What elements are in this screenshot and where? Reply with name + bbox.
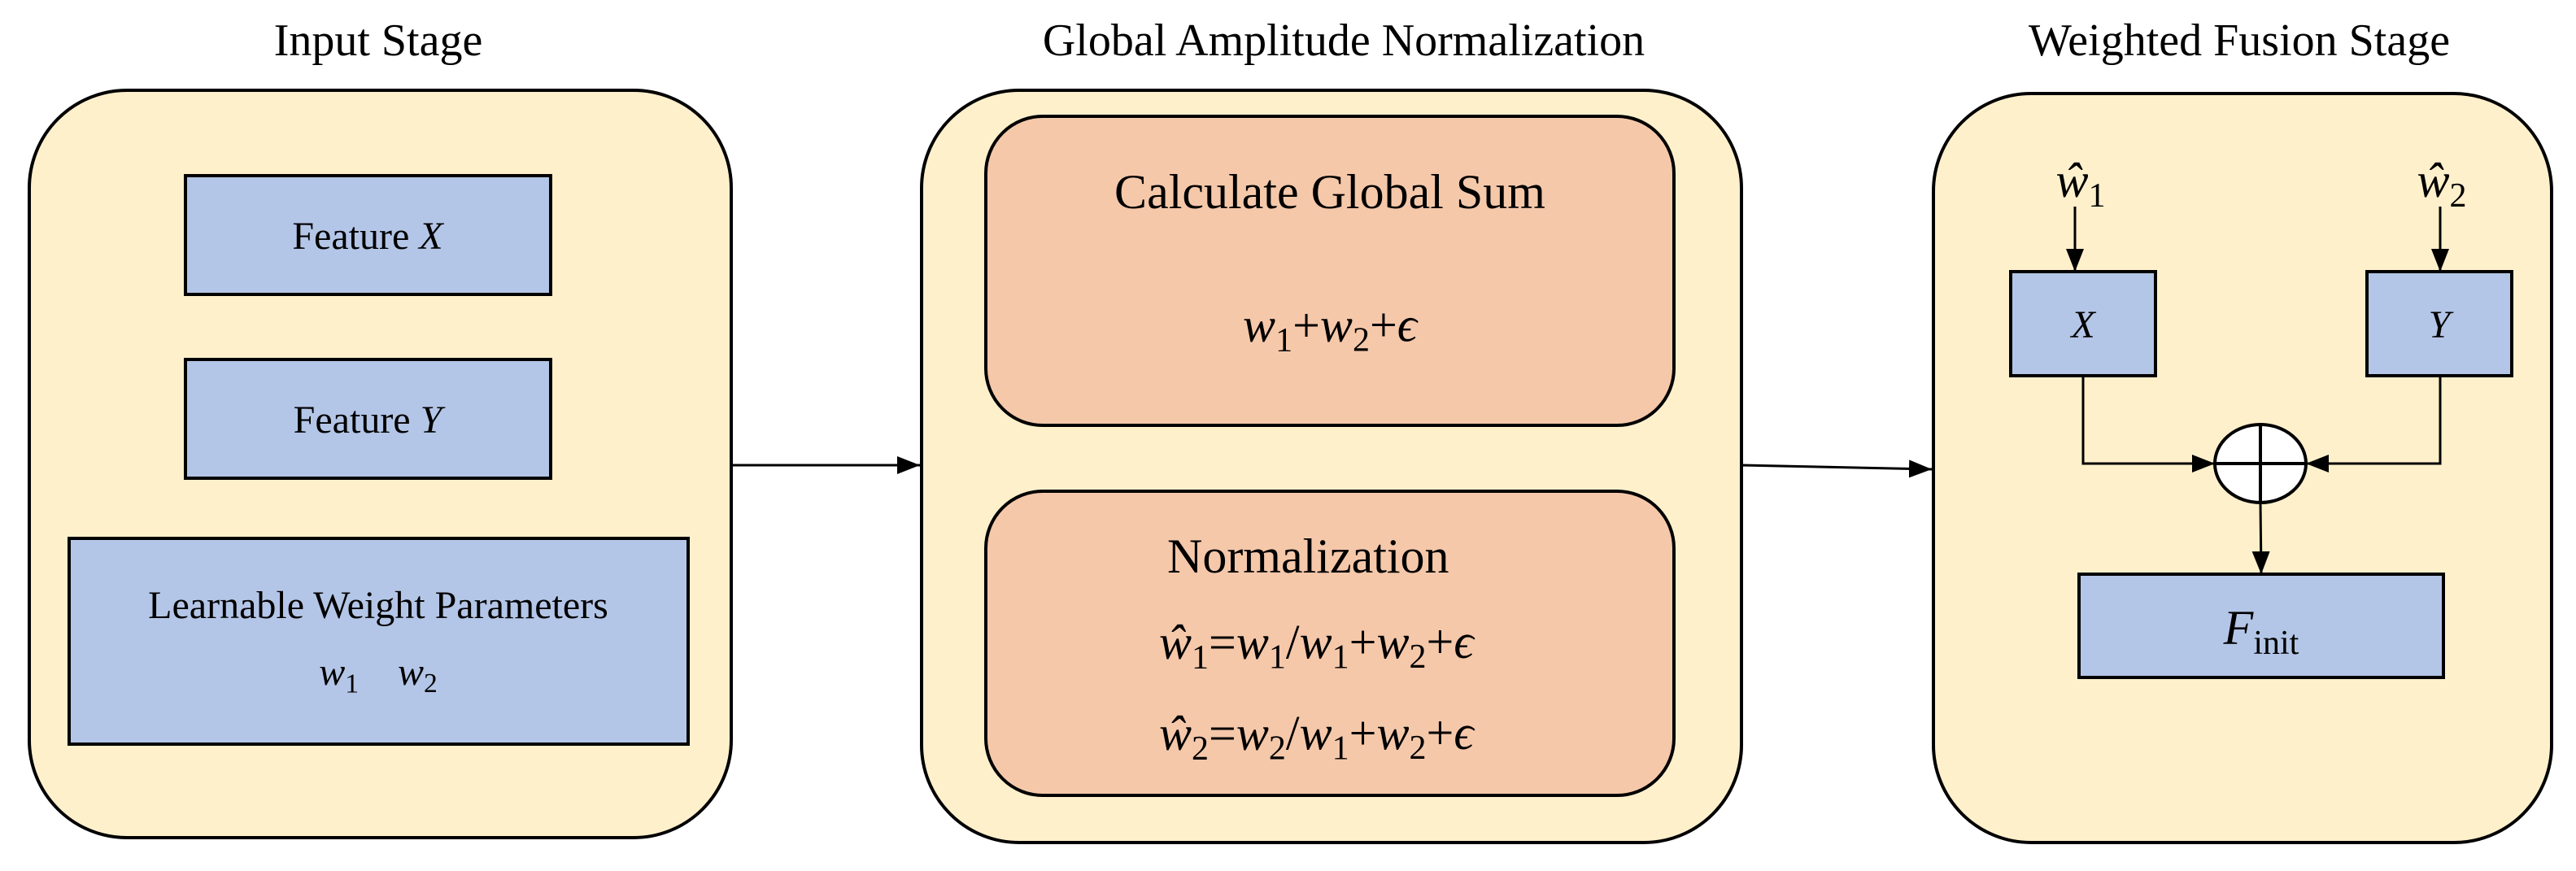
math-symbol: Y [2429,303,2454,346]
normalization-box [984,490,1676,797]
math-symbol: X [417,215,444,258]
math-subscript: 2 [1192,730,1209,768]
global-sum-formula: w1+w2+ϵ [1243,298,1419,359]
math-symbol: F [2223,601,2255,655]
feature-x-box [184,174,552,296]
math-symbol [359,651,398,694]
arrow-normalization-to-fusion [1741,459,1933,478]
math-symbol: w [1236,707,1269,760]
math-symbol: ϵ [1397,298,1419,352]
math-symbol: + [1426,615,1454,668]
fusion-x-label: X [2069,303,2096,346]
weights-label: Learnable Weight Parameters [148,584,608,627]
math-subscript: 1 [1332,729,1349,767]
math-symbol: + [1370,298,1397,352]
weights-symbols: w1 w2 [319,651,438,699]
math-symbol: w [398,651,424,694]
w2-hat-label: ŵ2 [2417,154,2466,215]
math-symbol: w [1376,706,1409,760]
math-symbol: + [1349,706,1377,760]
feature-x-label: Feature X [292,215,444,258]
sum-operator-icon [2213,423,2308,504]
math-symbol: + [1349,615,1377,668]
feature-y-box [184,358,552,480]
math-subscript: 2 [1269,730,1286,768]
fusion-y-label: Y [2429,303,2454,346]
math-symbol: Feature [294,398,421,442]
math-symbol: ŵ [2417,154,2449,207]
normalization-formula-1: ŵ1=w1/w1+w2+ϵ [1159,615,1475,677]
math-symbol: Y [421,398,446,442]
math-symbol: w [1300,616,1332,669]
arrow-y-to-sum [2306,376,2442,473]
math-subscript: 1 [1269,639,1286,677]
math-symbol: ϵ [1454,706,1475,760]
math-subscript: init [2253,625,2299,662]
math-subscript: 2 [1353,322,1370,359]
math-symbol: ŵ [1159,616,1192,669]
math-symbol: / [1286,616,1300,669]
weights-box [68,537,690,746]
global-sum-title: Calculate Global Sum [1114,165,1545,219]
math-symbol: + [1426,706,1454,760]
global-sum-box [984,115,1676,427]
math-subscript: 2 [1409,638,1426,676]
math-symbol: w [1243,298,1275,352]
math-subscript: 1 [1192,639,1209,677]
math-symbol: w [1300,707,1332,760]
math-subscript: 1 [1275,322,1292,359]
fusion-stage-title: Weighted Fusion Stage [2029,15,2450,66]
fusion-x-box [2009,270,2157,377]
math-symbol: ϵ [1454,615,1475,668]
math-symbol: w [1376,615,1409,668]
math-symbol: + [1292,298,1320,352]
output-label: Finit [2223,601,2299,662]
normalization-stage-title: Global Amplitude Normalization [1043,15,1645,66]
arrow-x-to-sum [2081,376,2215,473]
math-subscript: 1 [2089,177,2106,215]
arrow-sum-to-output [2251,502,2270,575]
input-stage-title: Input Stage [274,15,483,66]
math-subscript: 2 [2450,177,2467,215]
math-symbol: w [319,651,345,694]
math-symbol: w [1236,616,1269,669]
feature-y-label: Feature Y [294,398,446,442]
normalization-title: Normalization [1167,529,1449,583]
normalization-formula-2: ŵ2=w2/w1+w2+ϵ [1159,706,1475,768]
math-subscript: 1 [345,668,359,699]
math-symbol: = [1209,707,1236,760]
math-symbol: ŵ [1159,707,1192,760]
math-subscript: 2 [424,668,438,699]
math-symbol: Feature [292,215,419,258]
math-subscript: 2 [1409,729,1426,767]
w1-hat-label: ŵ1 [2055,154,2105,215]
math-symbol: = [1209,616,1236,669]
output-box [2077,573,2445,679]
fusion-y-box [2365,270,2513,377]
math-subscript: 1 [1332,638,1349,676]
math-symbol: / [1286,707,1300,760]
math-symbol: X [2069,303,2096,346]
math-symbol: w [1320,298,1353,352]
math-symbol: ŵ [2055,154,2088,207]
